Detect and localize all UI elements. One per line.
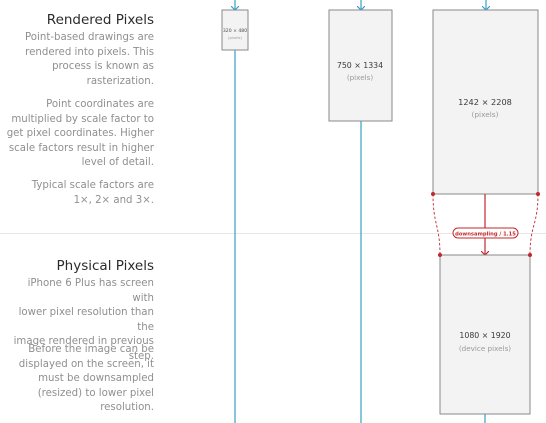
box-750x1334	[328, 9, 393, 122]
box-320x480	[221, 9, 249, 51]
box-1080x1920-unit: (device pixels)	[459, 344, 511, 353]
text-line: Point-based drawings are	[25, 32, 154, 43]
text-line: rasterization.	[86, 75, 154, 87]
box-320x480-unit: (pixels)	[228, 35, 242, 40]
box-320x480-dims: 320 × 480	[223, 28, 247, 34]
text-line: step.	[128, 350, 154, 362]
text-line: Point coordinates are	[46, 99, 154, 110]
rendered-pixels-title: Rendered Pixels	[46, 12, 154, 28]
text-line: lower pixel resolution than the	[18, 307, 154, 333]
box-750x1334-unit: (pixels)	[347, 73, 374, 82]
section-divider	[0, 233, 546, 234]
physical-paragraph-2: Before the image can be displayed on the…	[4, 343, 154, 416]
physical-pixels-title: Physical Pixels	[56, 258, 154, 274]
text-line: must be downsampled	[38, 373, 154, 385]
rendered-paragraph-1: Point-based drawings are rendered into p…	[4, 31, 154, 89]
text-line: scale factors result in higher	[8, 142, 154, 154]
text-line: multiplied by scale factor to	[11, 113, 154, 125]
box-1080x1920	[439, 254, 531, 415]
text-line: level of detail.	[81, 157, 154, 169]
box-1080x1920-dims: 1080 × 1920	[459, 331, 510, 340]
downsampling-badge	[452, 227, 519, 239]
box-750x1334-dims: 750 × 1334	[337, 61, 383, 70]
text-line: displayed on the screen, it	[18, 358, 154, 370]
rendered-paragraph-3: Typical scale factors are 1×, 2× and 3×.	[4, 179, 154, 208]
downsampling-label: downsampling / 1.15	[455, 231, 516, 237]
text-line: (resized) to lower pixel	[37, 387, 154, 399]
text-line: process is known as	[52, 61, 154, 73]
corner-dot	[528, 253, 532, 257]
corner-dot	[438, 253, 442, 257]
text-line: rendered into pixels. This	[25, 46, 154, 58]
rendered-paragraph-2: Point coordinates are multiplied by scal…	[4, 98, 154, 171]
text-line: image rendered in previous	[13, 336, 154, 348]
text-line: Before the image can be	[28, 344, 154, 355]
box-1242x2208-unit: (pixels)	[471, 110, 498, 119]
text-line: iPhone 6 Plus has screen with	[27, 278, 154, 304]
downsample-guide-right	[529, 193, 539, 256]
text-line: resolution.	[100, 402, 154, 414]
physical-paragraph-1: iPhone 6 Plus has screen with lower pixe…	[4, 277, 154, 365]
text-line: Typical scale factors are	[31, 180, 154, 191]
box-1242x2208-dims: 1242 × 2208	[458, 97, 512, 107]
text-line: get pixel coordinates. Higher	[6, 128, 154, 140]
text-line: 1×, 2× and 3×.	[73, 194, 154, 206]
downsample-guide-left	[432, 193, 441, 256]
